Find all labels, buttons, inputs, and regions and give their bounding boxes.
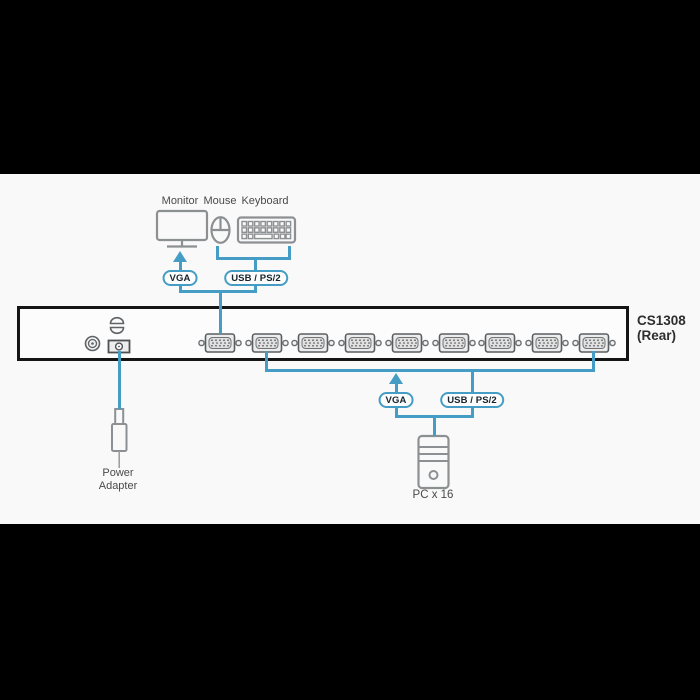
kvm-port-cable-left <box>265 351 268 372</box>
power-cable <box>118 351 121 409</box>
pc-usb-pill: USB / PS/2 <box>440 392 504 408</box>
pc-bracket <box>394 415 474 418</box>
kvm-vga-port-icon-7 <box>525 333 569 353</box>
device-view: (Rear) <box>637 327 677 343</box>
kvm-vga-port-icon-2 <box>291 333 336 353</box>
console-usb-pill: USB / PS/2 <box>224 270 288 286</box>
kvm-vga-port-icon-4 <box>384 333 429 353</box>
pc-label: PC x 16 <box>412 489 454 501</box>
keyboard-label: Keyboard <box>241 195 289 207</box>
kvm-vga-port-icon-5 <box>431 333 476 353</box>
pc-tower-icon <box>416 434 451 491</box>
mouse-icon <box>209 215 233 245</box>
pc-vga-arrow-icon <box>389 373 403 384</box>
pc-usb-cable-drop <box>470 372 474 393</box>
kvm-vga-port-icon-8 <box>571 333 616 353</box>
mouse-label: Mouse <box>203 195 237 207</box>
console-usb-pill-drop <box>253 284 257 293</box>
pc-vga-pill-drop <box>394 406 398 417</box>
monitor-icon <box>154 209 210 251</box>
keyboard-icon <box>236 215 298 245</box>
kvm-bracket <box>265 369 595 372</box>
power-adapter-icon <box>107 407 132 469</box>
pc-cable <box>432 417 436 436</box>
console-vga-port-icon <box>198 333 242 353</box>
pc-vga-pill: VGA <box>378 392 414 408</box>
keyboard-cable-drop <box>287 246 291 260</box>
kvm-vga-port-icon-6 <box>478 333 522 353</box>
console-vga-pill: VGA <box>162 270 198 286</box>
console-bracket <box>178 290 257 293</box>
mouse-cable-drop <box>215 246 219 260</box>
kvm-vga-port-icon-3 <box>338 333 382 353</box>
kvm-vga-port-icon-1 <box>244 333 289 353</box>
mouse-keyboard-bracket <box>215 257 291 260</box>
kvm-port-cable-right <box>592 351 595 372</box>
console-port-cable <box>218 292 222 334</box>
device-model: CS1308 <box>637 313 686 328</box>
power-adapter-label: Power Adapter <box>98 467 138 492</box>
dc-jack-icon <box>84 335 101 352</box>
monitor-label: Monitor <box>161 195 199 207</box>
power-socket-icon <box>107 339 131 354</box>
ports-row <box>0 332 700 354</box>
console-vga-pill-drop <box>178 284 182 293</box>
pc-usb-pill-drop <box>470 406 474 417</box>
device-label: CS1308 (Rear) <box>637 313 686 343</box>
console-vga-cable-shaft <box>178 261 182 272</box>
ground-screw-icon <box>107 314 127 337</box>
pc-vga-cable-shaft <box>394 383 398 393</box>
monitor-arrow-icon <box>173 251 187 262</box>
usb-console-cable-drop <box>253 259 257 271</box>
